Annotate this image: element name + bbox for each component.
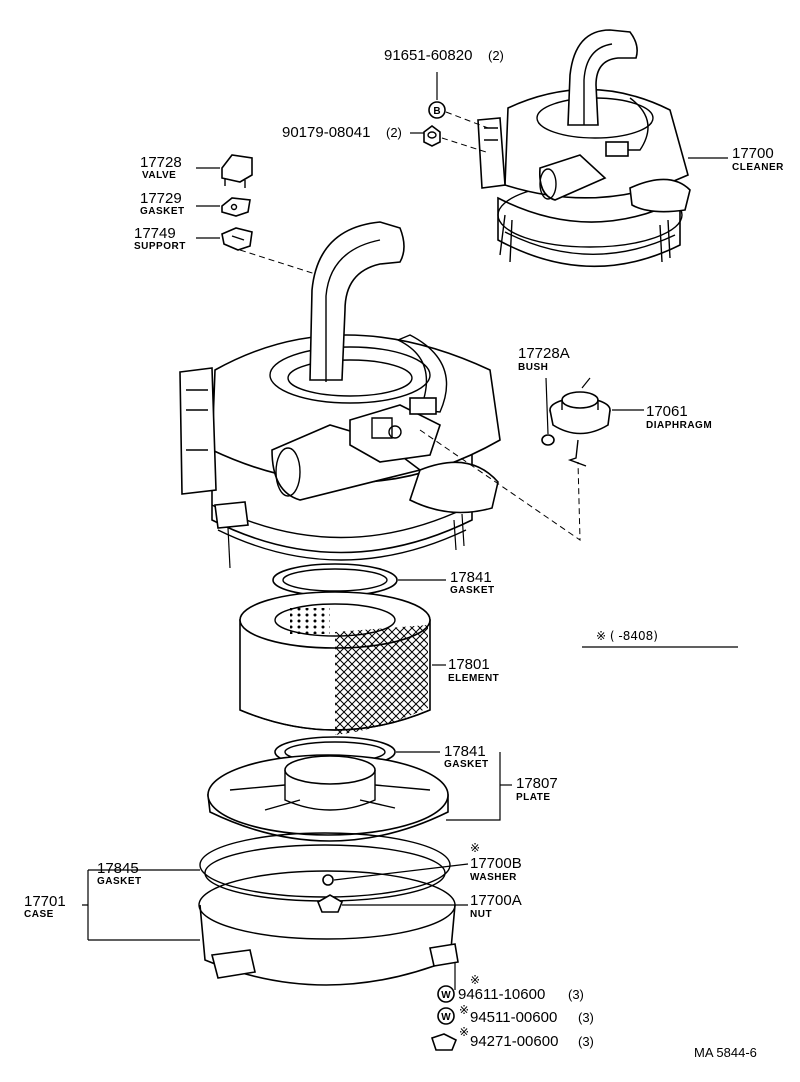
- washer-w1-symbol-icon: W: [437, 985, 455, 1003]
- support-number: 17749: [134, 225, 176, 242]
- diaphragm-illustration: [549, 377, 611, 467]
- gasket-upper-name: GASKET: [450, 585, 495, 596]
- valve-number: 17728: [140, 154, 182, 171]
- nut-number: 17700A: [470, 892, 522, 909]
- gasket-upper-number: 17841: [450, 569, 492, 586]
- gasket-lower-number: 17841: [444, 743, 486, 760]
- wing-nut-mark: ※: [459, 1025, 469, 1039]
- plate-name: PLATE: [516, 792, 551, 803]
- wing-nut-qty: (3): [578, 1034, 594, 1049]
- support-name: SUPPORT: [134, 241, 186, 252]
- drawing-code: MA 5844-6: [694, 1045, 757, 1060]
- valve-name: VALVE: [142, 170, 176, 181]
- note-text: ※ ( -8408): [596, 629, 658, 643]
- nut-top-illustration: [410, 125, 441, 147]
- plate-illustration: [207, 754, 449, 842]
- wing-nut-icon: [430, 1033, 458, 1051]
- bolt-b-qty: (2): [488, 48, 504, 63]
- wing-nut-number: 94271-00600: [470, 1033, 558, 1050]
- bolt-b-number: 91651-60820: [384, 47, 472, 64]
- svg-text:W: W: [441, 1012, 451, 1023]
- element-illustration: [239, 591, 431, 735]
- element-number: 17801: [448, 656, 490, 673]
- nut-name: NUT: [470, 909, 492, 920]
- washer-mark: ※: [470, 841, 480, 855]
- washer-name: WASHER: [470, 872, 517, 883]
- gasket-valve-illustration: [196, 197, 251, 217]
- gasket-case-name: GASKET: [97, 876, 142, 887]
- washer-w1-mark: ※: [470, 973, 480, 987]
- washer-w1-number: 94611-10600: [458, 986, 545, 1003]
- bolt-b-symbol: B: [433, 106, 440, 117]
- gasket-case-number: 17845: [97, 860, 139, 877]
- cleaner-name: CLEANER: [732, 162, 784, 173]
- cleaner-number: 17700: [732, 145, 774, 162]
- bush-number: 17728A: [518, 345, 570, 362]
- bush-name: BUSH: [518, 362, 548, 373]
- nut-top-qty: (2): [386, 125, 402, 140]
- main-cleaner-illustration: [179, 221, 501, 569]
- case-name: CASE: [24, 909, 54, 920]
- nut-top-number: 90179-08041: [282, 124, 370, 141]
- bush-illustration: [541, 377, 555, 446]
- washer-w2-mark: ※: [459, 1003, 469, 1017]
- element-name: ELEMENT: [448, 673, 499, 684]
- gasket-valve-number: 17729: [140, 190, 182, 207]
- washer-w2-qty: (3): [578, 1010, 594, 1025]
- valve-illustration: [196, 154, 253, 188]
- washer-w2-number: 94511-00600: [470, 1009, 557, 1026]
- gasket-valve-name: GASKET: [140, 206, 185, 217]
- svg-text:W: W: [441, 990, 451, 1001]
- gasket-lower-name: GASKET: [444, 759, 489, 770]
- bolt-b-illustration: B: [428, 72, 446, 119]
- washer-w1-qty: (3): [568, 987, 584, 1002]
- cleaner-assembly-illustration: [477, 29, 691, 268]
- diaphragm-number: 17061: [646, 403, 688, 420]
- plate-number: 17807: [516, 775, 558, 792]
- case-number: 17701: [24, 893, 66, 910]
- washer-w2-symbol-icon: W: [437, 1007, 455, 1025]
- washer-number: 17700B: [470, 855, 522, 872]
- diaphragm-name: DIAPHRAGM: [646, 420, 712, 431]
- case-illustration: [198, 832, 459, 986]
- support-illustration: [196, 227, 253, 251]
